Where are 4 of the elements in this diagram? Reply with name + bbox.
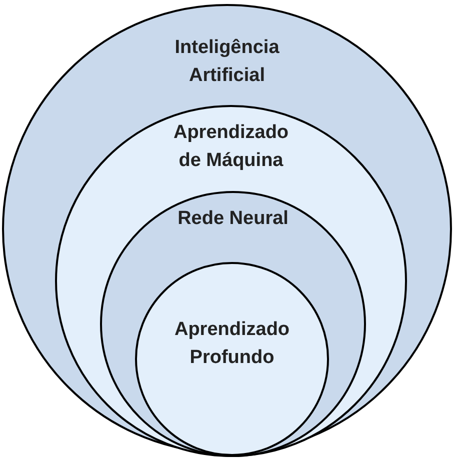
circle-label: Aprendizado Profundo [173,318,291,370]
circle-label: Rede Neural [176,207,290,231]
circle-label: Aprendizado de Máquina [172,121,290,173]
circle-label: Inteligência Artificial [174,36,280,88]
